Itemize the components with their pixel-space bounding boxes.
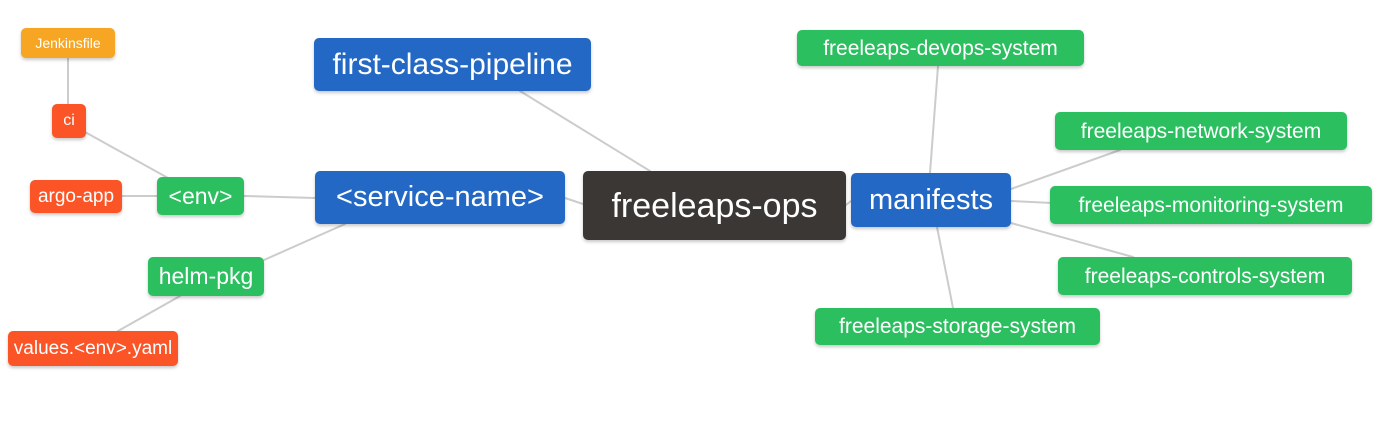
edge-pipeline-root — [519, 90, 651, 172]
node-freeleaps-ops[interactable]: freeleaps-ops — [583, 171, 846, 240]
edge-helmpkg-servicename — [263, 223, 346, 261]
node-service-name[interactable]: <service-name> — [315, 171, 565, 224]
node-argo-app[interactable]: argo-app — [30, 180, 122, 213]
edge-servicename-root — [564, 197, 584, 205]
edge-manifests-network — [1010, 149, 1121, 190]
node-values-env-yaml[interactable]: values.<env>.yaml — [8, 331, 178, 366]
edge-values-helmpkg — [117, 295, 181, 332]
node-freeleaps-network-system[interactable]: freeleaps-network-system — [1055, 112, 1347, 150]
node-helm-pkg[interactable]: helm-pkg — [148, 257, 264, 296]
node-env[interactable]: <env> — [157, 177, 244, 215]
node-freeleaps-monitoring-system[interactable]: freeleaps-monitoring-system — [1050, 186, 1372, 224]
edge-env-servicename — [243, 195, 316, 199]
node-freeleaps-controls-system[interactable]: freeleaps-controls-system — [1058, 257, 1352, 295]
edge-manifests-devops — [929, 65, 939, 174]
edge-manifests-monitoring — [1010, 200, 1053, 204]
edge-manifests-storage — [936, 226, 954, 309]
node-first-class-pipeline[interactable]: first-class-pipeline — [314, 38, 591, 91]
node-freeleaps-storage-system[interactable]: freeleaps-storage-system — [815, 308, 1100, 345]
node-manifests[interactable]: manifests — [851, 173, 1011, 227]
node-ci[interactable]: ci — [52, 104, 86, 138]
edge-manifests-controls — [1010, 222, 1134, 258]
node-jenkinsfile[interactable]: Jenkinsfile — [21, 28, 115, 58]
node-freeleaps-devops-system[interactable]: freeleaps-devops-system — [797, 30, 1084, 66]
edge-ci-env — [84, 131, 169, 179]
